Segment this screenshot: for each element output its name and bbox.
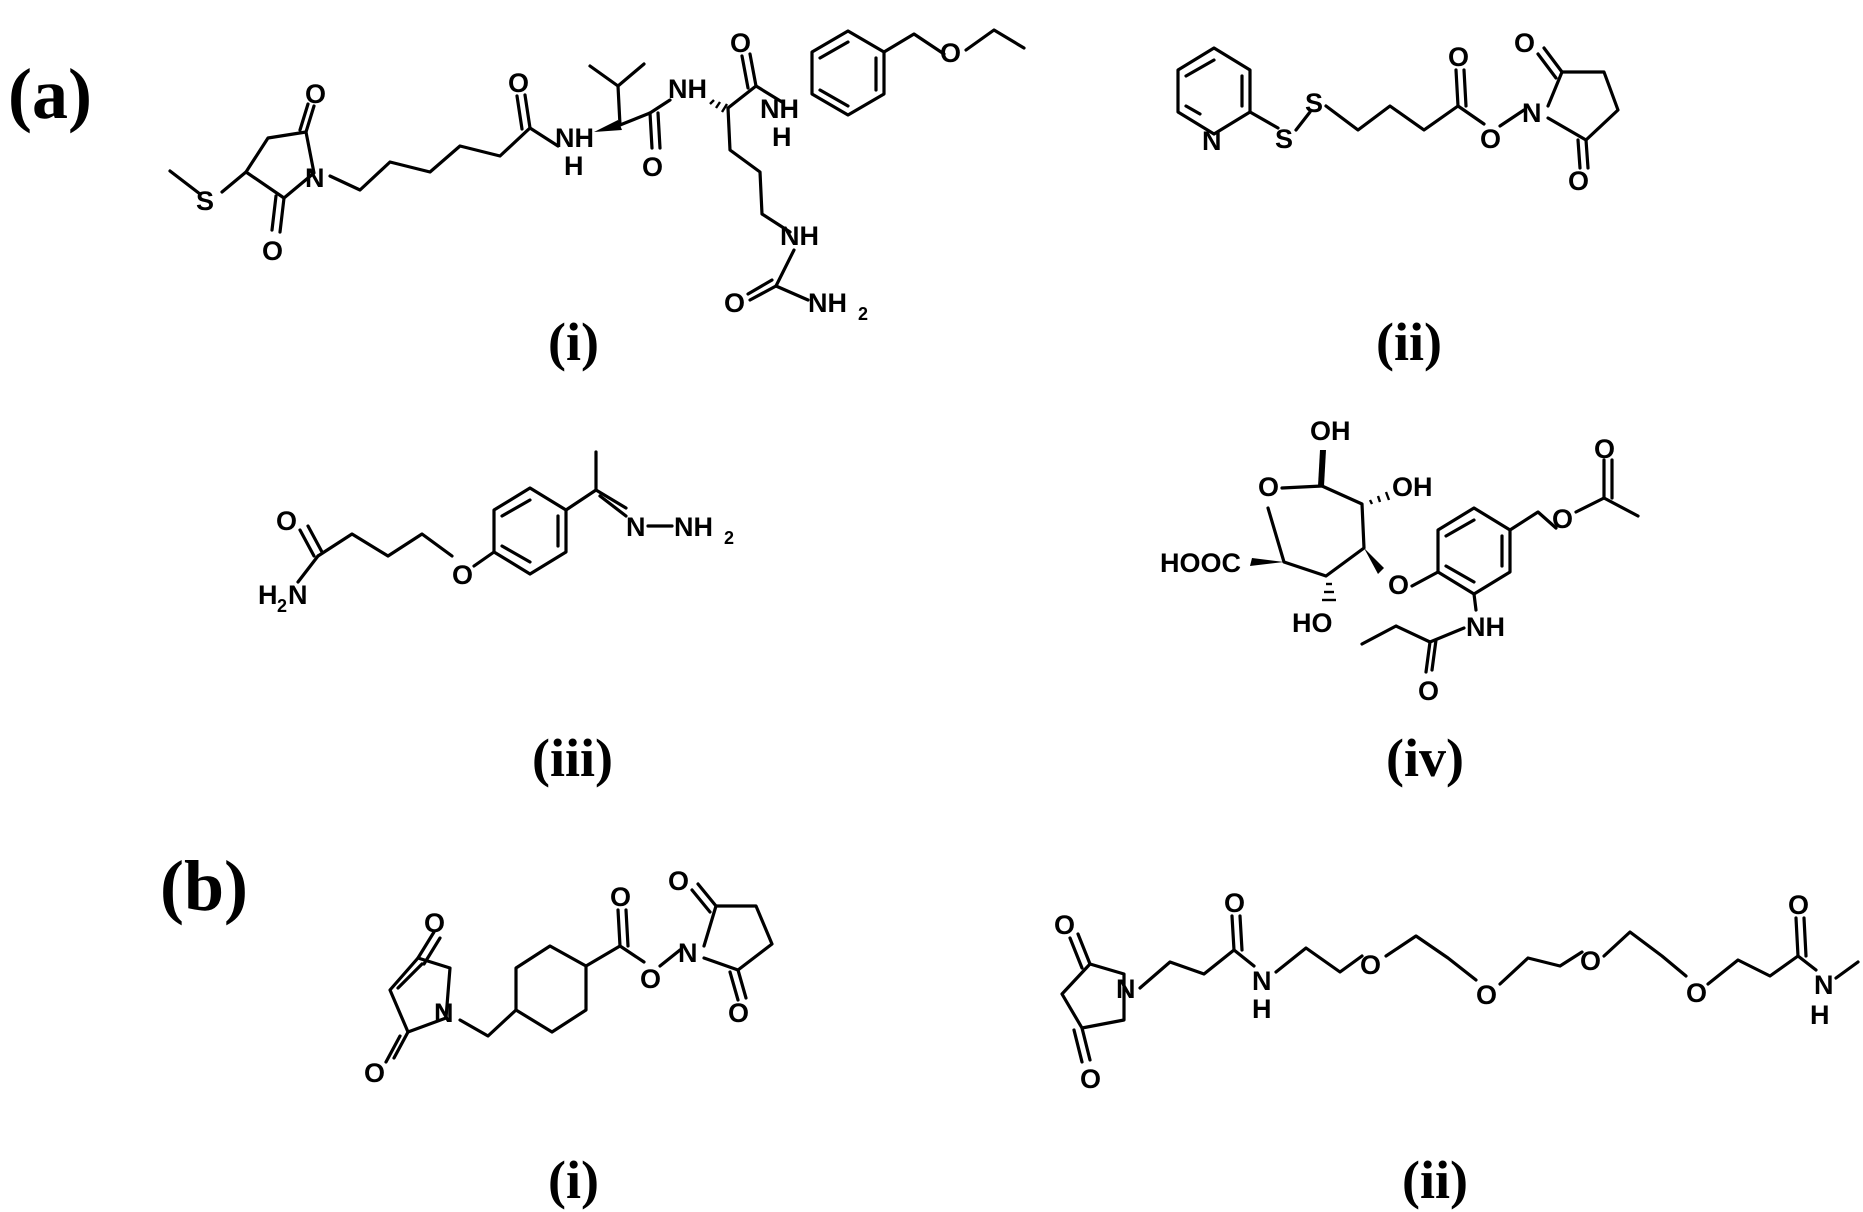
atom-a-i-o2: O	[262, 236, 283, 266]
atom-a-i-nh5: NH	[808, 288, 847, 318]
atom-a-i-s1: S	[196, 186, 214, 216]
structure-a-iii: O H 2 N O N NH 2 (iii)	[258, 450, 734, 788]
atom-b-i-o6: O	[728, 998, 749, 1028]
structure-b-i: O O N O O N O O (i)	[364, 866, 774, 1210]
atom-b-ii-o6: O	[1580, 946, 1601, 976]
atom-b-ii-o4: O	[1360, 950, 1381, 980]
atom-a-i-nh3: NH	[760, 94, 799, 124]
atom-a-i-h1: H	[564, 151, 584, 181]
atom-b-i-n1: N	[434, 998, 454, 1028]
caption-a-i: (i)	[548, 312, 599, 372]
caption-a-iii: (iii)	[532, 728, 613, 788]
atom-a-i-o1: O	[305, 79, 326, 109]
atom-a-iii-nh2-sub: 2	[724, 528, 734, 548]
caption-b-ii: (ii)	[1402, 1150, 1468, 1210]
caption-a-iv: (iv)	[1386, 728, 1464, 788]
atom-a-iv-nh: NH	[1466, 612, 1505, 642]
caption-b-i: (i)	[548, 1150, 599, 1210]
atom-a-ii-o4: O	[1568, 166, 1589, 196]
panel-label-a: (a)	[8, 54, 92, 134]
atom-a-iv-oh2: OH	[1392, 472, 1433, 502]
atom-a-i-o5: O	[730, 28, 751, 58]
atom-b-ii-n1: N	[1116, 974, 1136, 1004]
atom-a-iv-oh1: OH	[1310, 416, 1351, 446]
atom-b-ii-o8: O	[1788, 890, 1809, 920]
structure-a-i: S O O N O NH H O NH O	[168, 28, 1026, 372]
atom-a-i-h2: H	[772, 122, 792, 152]
atom-a-iv-hooc: HOOC	[1160, 548, 1241, 578]
atom-a-iii-nh2: NH	[674, 512, 713, 542]
atom-a-ii-o2: O	[1480, 124, 1501, 154]
atom-a-i-o3: O	[508, 68, 529, 98]
atom-a-i-n1: N	[305, 163, 325, 193]
atom-b-i-o3: O	[610, 882, 631, 912]
atom-b-i-o4: O	[640, 964, 661, 994]
atom-a-iv-o1: O	[1258, 472, 1279, 502]
atom-a-i-nh1: NH	[555, 123, 594, 153]
atom-a-iv-ho: HO	[1292, 608, 1333, 638]
structure-a-iv: OH O OH O HO HOOC O O NH O (iv)	[1160, 416, 1640, 788]
atom-a-ii-n2: N	[1522, 98, 1542, 128]
atom-a-i-nh4: NH	[780, 221, 819, 251]
atom-a-ii-s2: S	[1305, 88, 1323, 118]
atom-b-ii-h1: H	[1252, 994, 1272, 1024]
atom-a-i-o4: O	[642, 152, 663, 182]
atom-a-iii-o1: O	[276, 506, 297, 536]
atom-a-ii-s1: S	[1275, 124, 1293, 154]
atom-b-ii-o2: O	[1080, 1064, 1101, 1094]
atom-a-i-o7: O	[940, 38, 961, 68]
atom-b-ii-nh2: N	[1814, 970, 1834, 1000]
atom-a-i-o6: O	[724, 288, 745, 318]
atom-b-i-n2: N	[678, 938, 698, 968]
atom-a-ii-o3: O	[1514, 28, 1535, 58]
atom-a-iii-o2: O	[452, 560, 473, 590]
atom-a-iv-o5: O	[1418, 676, 1439, 706]
atom-b-ii-o5: O	[1476, 980, 1497, 1010]
atom-a-ii-n1: N	[1202, 126, 1222, 156]
atom-b-ii-o1: O	[1054, 910, 1075, 940]
structure-b-ii: O O N O N H O O O O O N H (ii)	[1054, 888, 1860, 1210]
atom-a-iv-o2: O	[1388, 570, 1409, 600]
atom-b-i-o5: O	[668, 866, 689, 896]
atom-b-ii-nh1: N	[1252, 966, 1272, 996]
atom-a-i-nh5-sub: 2	[858, 304, 868, 324]
atom-a-ii-o1: O	[1448, 42, 1469, 72]
panel-label-b: (b)	[160, 846, 248, 926]
atom-a-iv-o4: O	[1594, 434, 1615, 464]
atom-a-iii-h2n-sub: 2	[277, 596, 287, 616]
atom-b-i-o1: O	[424, 908, 445, 938]
atom-a-iv-o3: O	[1552, 504, 1573, 534]
structure-a-ii: N S S O O N O O (ii)	[1176, 28, 1620, 372]
atom-b-i-o2: O	[364, 1058, 385, 1088]
atom-a-iii-h2n: H	[258, 580, 278, 610]
atom-a-i-nh2: NH	[668, 74, 707, 104]
caption-a-ii: (ii)	[1376, 312, 1442, 372]
atom-a-iii-n1: N	[626, 512, 646, 542]
atom-b-ii-o7: O	[1686, 978, 1707, 1008]
atom-a-iii-h2n-n: N	[288, 580, 308, 610]
atom-b-ii-h2: H	[1810, 1000, 1830, 1030]
atom-b-ii-o3: O	[1224, 888, 1245, 918]
